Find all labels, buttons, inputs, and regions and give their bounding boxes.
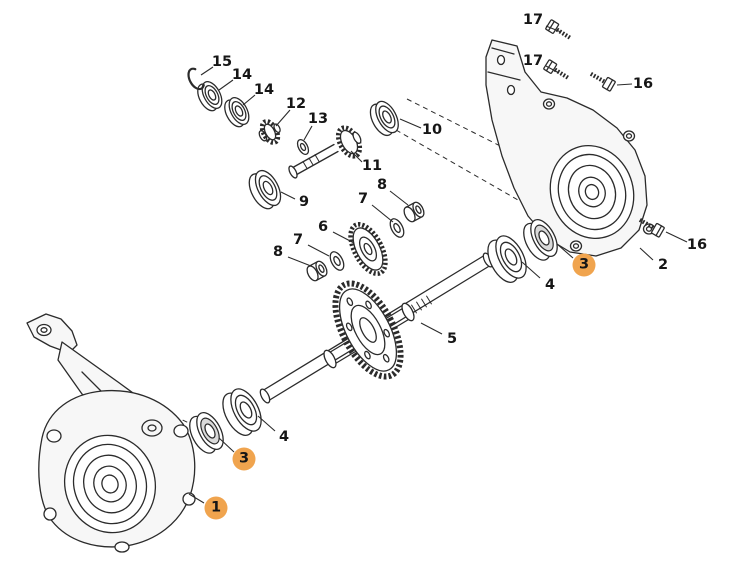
- part-3-bearing-top: [523, 219, 558, 261]
- part-4-bearing-top: [487, 235, 527, 283]
- part-3-bearing-bottom: [189, 412, 224, 454]
- part-4-bearing-bottom: [222, 388, 262, 436]
- part-14-bearing-a: [197, 81, 223, 112]
- callout-7-14: 7: [292, 231, 304, 248]
- callout-14-4: 14: [231, 66, 253, 83]
- callout-17-0: 17: [522, 11, 544, 28]
- callout-6-13: 6: [317, 218, 329, 235]
- callout-16-16: 16: [686, 236, 708, 253]
- part-14-bearing-b: [224, 97, 250, 128]
- callout-3-18: 3: [572, 253, 596, 277]
- part-12-bevel-pinion: [258, 119, 281, 145]
- part-2-housing-right: [485, 39, 656, 257]
- callout-3-22: 3: [232, 447, 256, 471]
- part-16-screw-a: [589, 71, 616, 92]
- part-5-gear: [332, 280, 404, 380]
- callout-17-1: 17: [522, 52, 544, 69]
- callout-10-8: 10: [421, 121, 443, 138]
- callout-1-23: 1: [204, 496, 228, 520]
- callout-16-2: 16: [632, 75, 654, 92]
- callout-2-17: 2: [657, 256, 669, 273]
- callout-15-3: 15: [211, 53, 233, 70]
- callout-7-12: 7: [357, 190, 369, 207]
- callout-4-19: 4: [544, 276, 556, 293]
- callout-9-10: 9: [298, 193, 310, 210]
- part-8-bushing-a: [403, 201, 425, 223]
- part-17-screw-b: [543, 59, 570, 80]
- callout-8-15: 8: [272, 243, 284, 260]
- callout-8-11: 8: [376, 176, 388, 193]
- part-6-gear: [348, 222, 388, 276]
- part-10-bearing: [369, 100, 399, 137]
- callout-5-20: 5: [446, 330, 458, 347]
- part-15-circlip: [187, 67, 205, 91]
- part-16-screw-b: [638, 217, 665, 238]
- callout-12-6: 12: [285, 95, 307, 112]
- callout-4-21: 4: [278, 428, 290, 445]
- callout-14-5: 14: [253, 81, 275, 98]
- part-13-washer: [296, 138, 310, 156]
- part-8-bushing-b: [306, 260, 328, 282]
- callout-11-9: 11: [361, 157, 383, 174]
- part-7-washer-b: [329, 251, 345, 271]
- part-1-housing-left: [26, 313, 196, 553]
- part-7-washer-a: [389, 218, 405, 238]
- part-11-pinion-shaft: [288, 125, 363, 179]
- leader-lines: [188, 25, 688, 504]
- callout-13-7: 13: [307, 110, 329, 127]
- part-9-bearing: [248, 169, 282, 210]
